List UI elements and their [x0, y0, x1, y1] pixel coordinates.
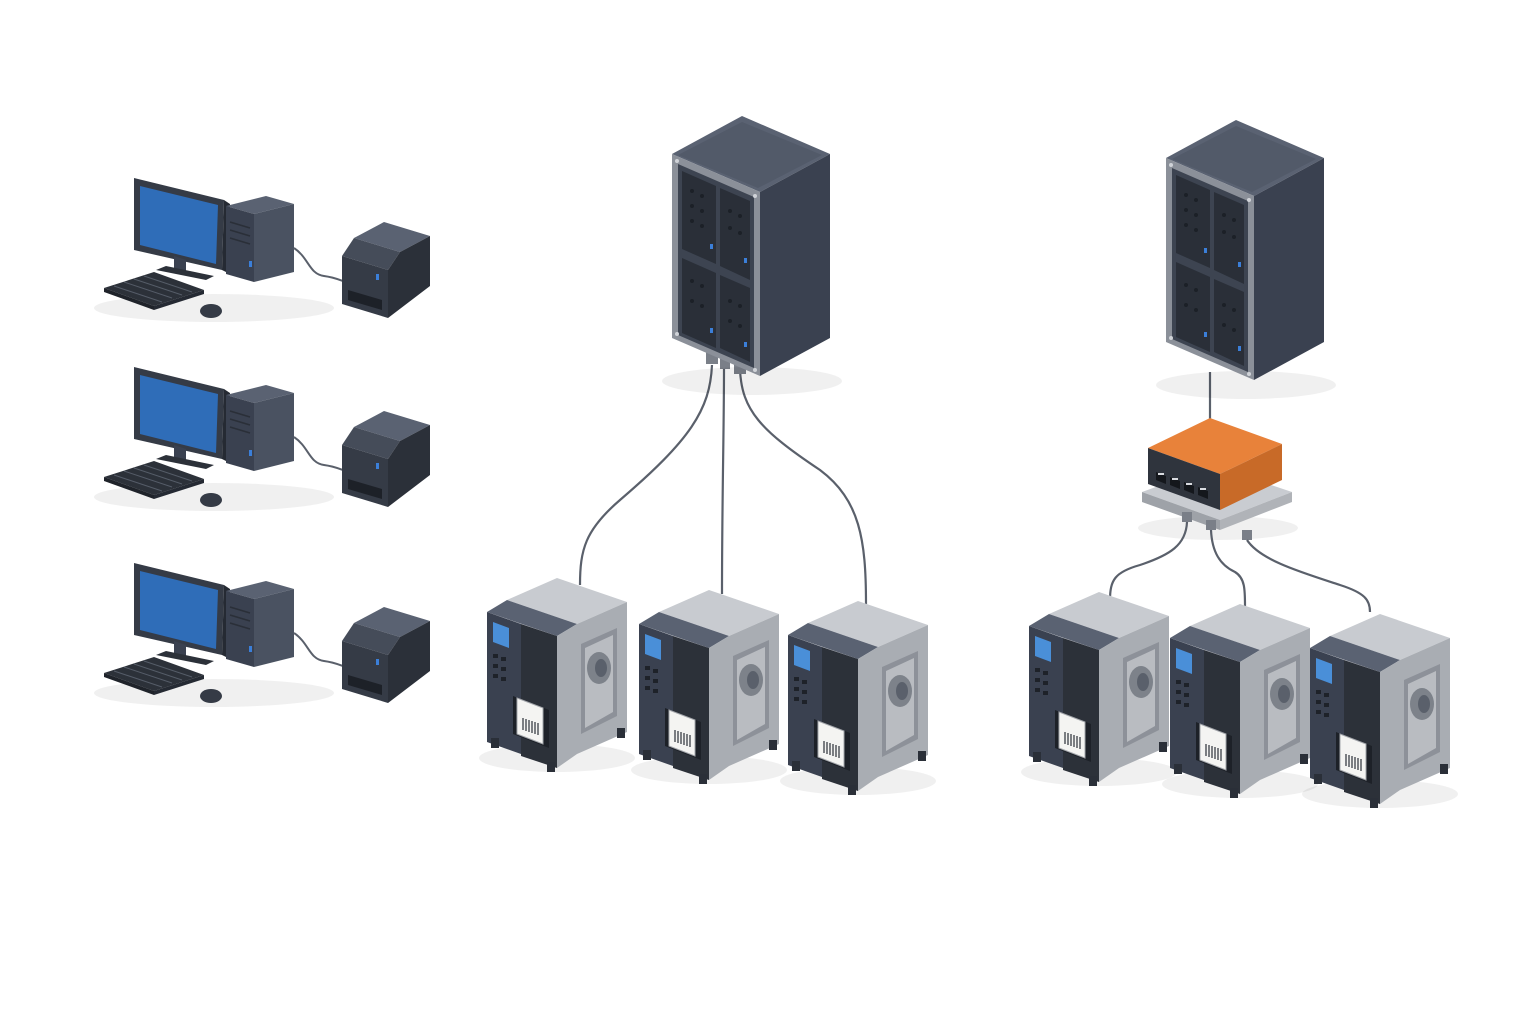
cable-3 [738, 369, 868, 605]
server-rack-icon [662, 116, 842, 395]
switch-cables [1108, 521, 1372, 613]
industrial-printer-icon [478, 577, 636, 773]
cable-1 [1108, 521, 1189, 601]
standalone-section [93, 177, 431, 708]
workstation-station-1 [93, 177, 431, 323]
server-rack-icon [1156, 120, 1336, 399]
network-switch-icon [1138, 418, 1298, 540]
desktop-computer-icon [93, 177, 431, 323]
direct-server-section [478, 116, 937, 796]
industrial-printer-icon [1020, 591, 1178, 787]
workstation-station-3 [93, 562, 431, 708]
industrial-printer-icon [1161, 603, 1319, 799]
industrial-printer-icon [630, 589, 788, 785]
industrial-printer-icon [779, 600, 937, 796]
server-cables [578, 364, 868, 605]
industrial-printer-icon [1301, 613, 1459, 809]
desktop-computer-icon [93, 562, 431, 708]
cable-1 [578, 364, 714, 586]
workstation-station-2 [93, 366, 431, 512]
switch-section [1020, 120, 1459, 809]
cable-2 [720, 367, 726, 595]
desktop-computer-icon [93, 366, 431, 512]
